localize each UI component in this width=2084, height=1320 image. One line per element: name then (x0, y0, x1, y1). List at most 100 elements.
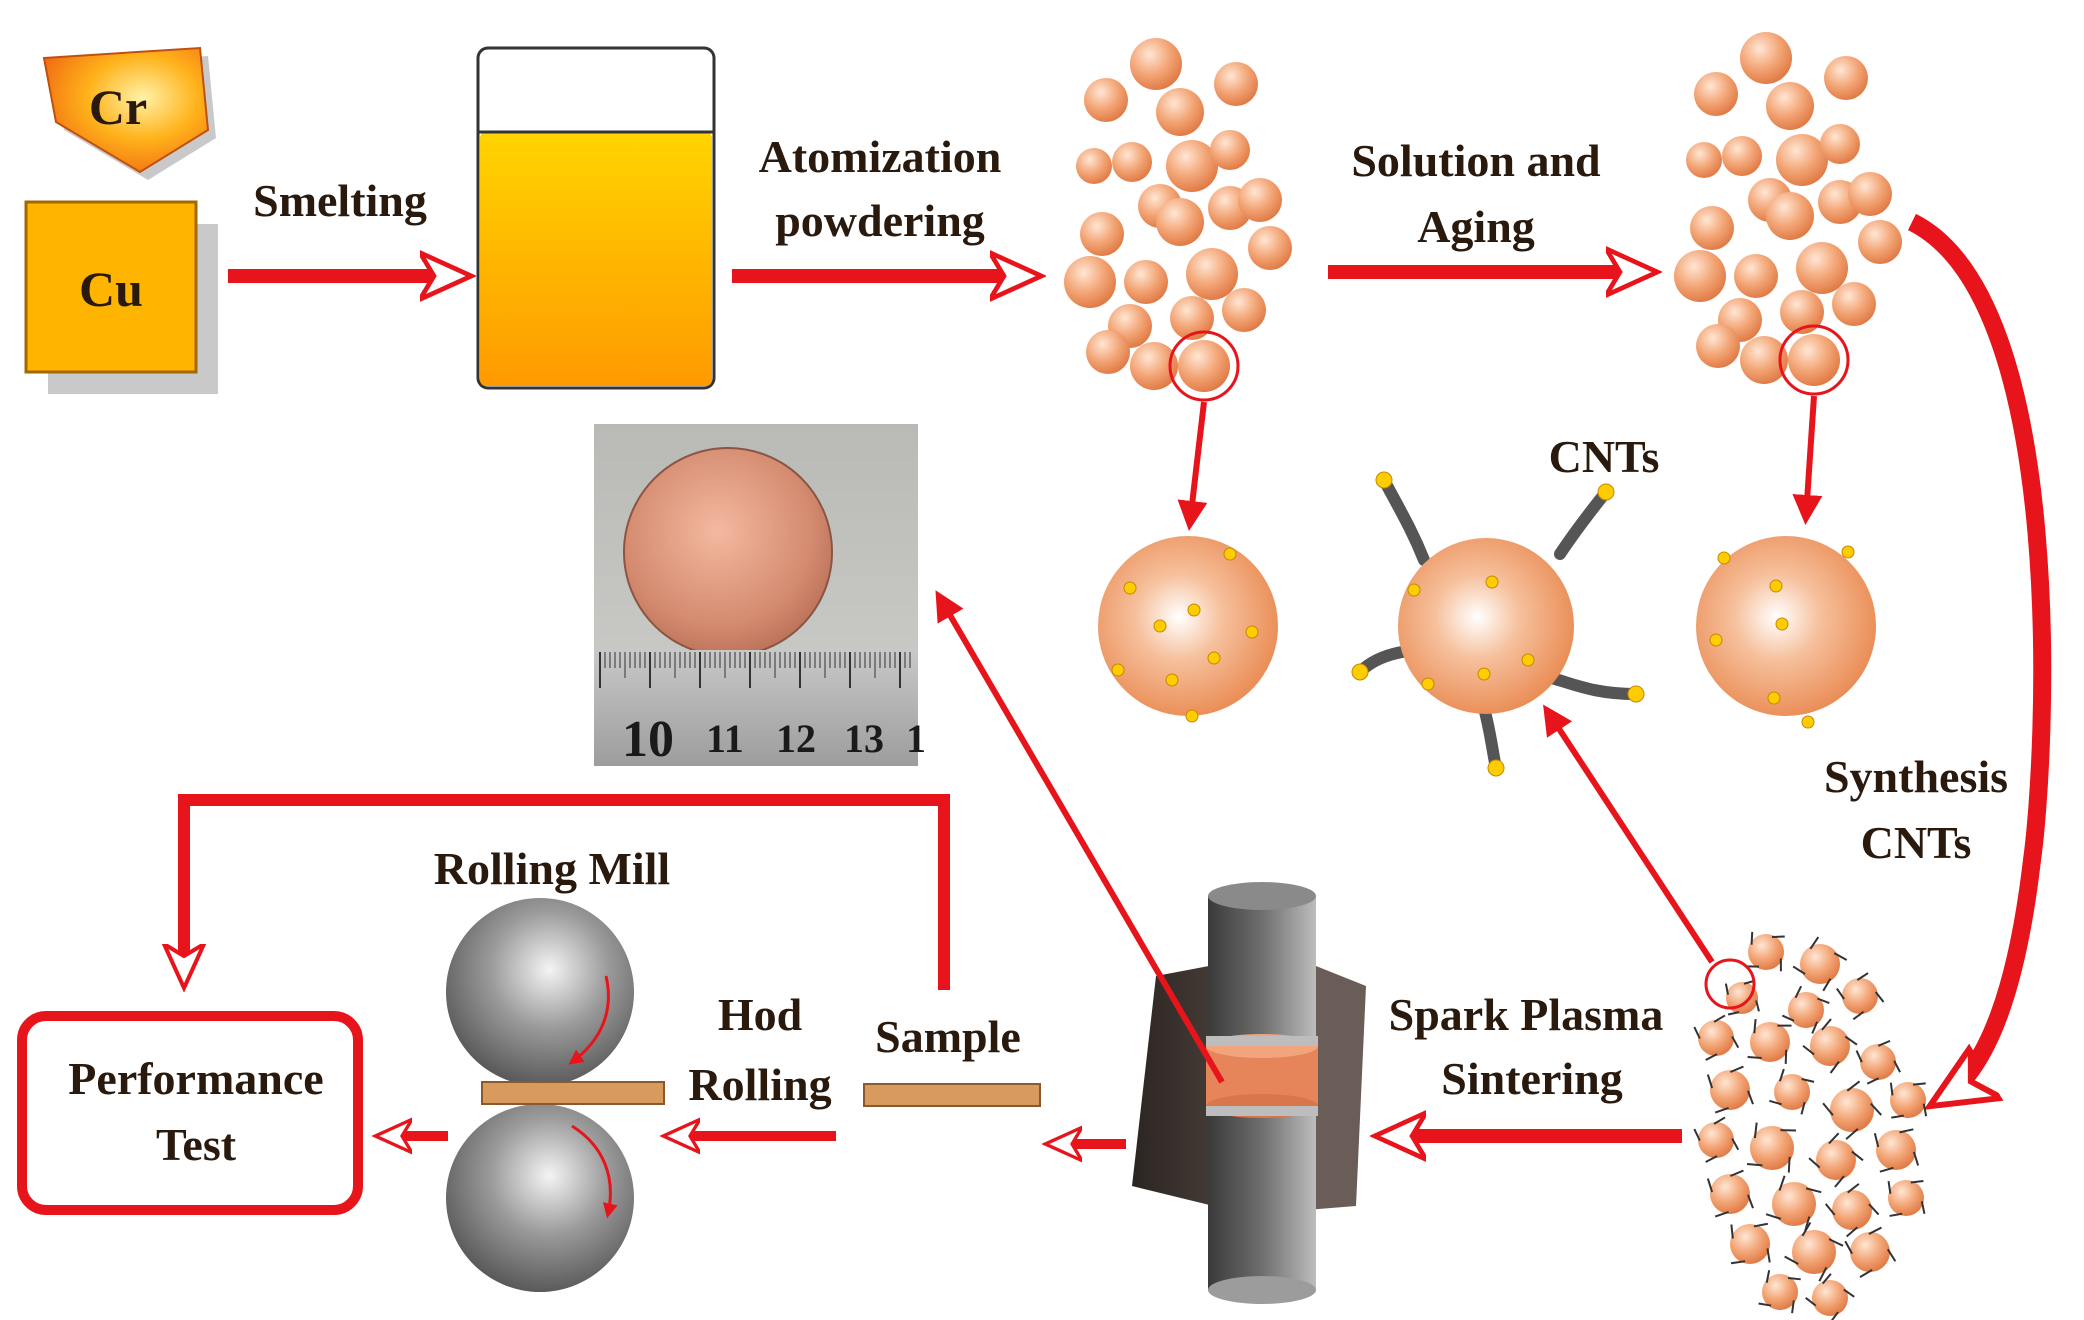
powder-particle (1698, 1020, 1734, 1056)
cr-precipitate-dot (1421, 677, 1435, 691)
powder-particle (1832, 282, 1876, 326)
sps-label-line2: Sintering (1441, 1053, 1622, 1104)
cnt-fiber (1753, 1122, 1758, 1139)
powder-particle (1766, 82, 1814, 130)
cnt-fiber (1844, 1240, 1853, 1255)
sample-strip (863, 1083, 1041, 1107)
cnt-fiber (1765, 1213, 1782, 1220)
cnt-tube (1378, 474, 1430, 566)
cnt-fiber (1714, 1210, 1729, 1218)
cnt-fiber (1713, 1014, 1726, 1023)
cnt-fiber (1845, 1128, 1859, 1140)
cnt-fiber (1705, 1155, 1718, 1163)
powder-particle (1734, 254, 1778, 298)
powder-particle (1890, 1082, 1926, 1118)
hod-label-line2: Rolling (688, 1059, 831, 1110)
cnt-fiber (1714, 1106, 1729, 1114)
magnify-arrow-2 (1792, 395, 1823, 525)
cnt-fiber (1822, 1273, 1832, 1285)
cnt-magnify-arrow (1543, 704, 1715, 964)
powder-particle (1780, 290, 1824, 334)
cnt-fiber (1822, 978, 1832, 992)
cr-precipitate-dot (1801, 715, 1815, 729)
synthesis-label-line1: Synthesis (1824, 751, 2008, 802)
powder-particle (1800, 944, 1840, 984)
cnt-fiber (1868, 1203, 1880, 1216)
powder-particle (1792, 1230, 1836, 1274)
cnt-tube (1554, 486, 1612, 560)
cr-precipitate-dot (1521, 653, 1535, 667)
cnt-fiber (1730, 1224, 1734, 1239)
cnt-fiber (1889, 1212, 1903, 1217)
sample-label: Sample (875, 1011, 1021, 1062)
cnt-fiber (1713, 1116, 1726, 1125)
cnt-fiber (1753, 1222, 1769, 1228)
ruler-label-13: 13 (844, 716, 884, 761)
cr-precipitate-dot (1709, 633, 1723, 647)
powder-particle (1810, 1026, 1850, 1066)
powder-particle (1850, 1232, 1890, 1272)
cnt-fiber (1706, 1178, 1714, 1193)
powder-particle (1876, 1130, 1916, 1170)
cr-precipitate-dot (1775, 617, 1789, 631)
cr-precipitate-dot (1207, 651, 1221, 665)
powder-particle (1748, 934, 1784, 970)
cnt-fiber (1834, 1175, 1845, 1188)
powder-particle (1762, 1274, 1798, 1310)
powder-particle (1086, 330, 1130, 374)
ruler-label-12: 12 (776, 716, 816, 761)
cnt-fiber (1787, 1276, 1801, 1281)
cnt-fiber (1844, 1035, 1858, 1046)
powder-particle (1112, 142, 1152, 182)
cr-precipitate-dot (1477, 667, 1491, 681)
cnt-tube (1538, 670, 1642, 700)
magnify-arrow-1 (1177, 401, 1208, 531)
powder-particle (1686, 142, 1722, 178)
cnts-label: CNTs (1549, 431, 1660, 482)
powder-particle (1796, 242, 1848, 294)
cnt-fiber (1866, 1077, 1880, 1085)
cr-precipitate-dot (1407, 583, 1421, 597)
powder-particle (1156, 88, 1204, 136)
smelting-label: Smelting (253, 175, 427, 226)
cnt-fiber (1753, 1019, 1757, 1034)
cr-precipitate-dot (1165, 673, 1179, 687)
cnt-fiber (1781, 1014, 1795, 1022)
cnt-fiber (1765, 1270, 1771, 1283)
atomized-powder-cluster (1064, 38, 1292, 392)
cr-label: Cr (89, 79, 147, 135)
cnt-fiber (1778, 1068, 1785, 1082)
powder-particle (1222, 288, 1266, 332)
cnt-fiber (1852, 1011, 1865, 1021)
cnt-fiber (1847, 1183, 1860, 1194)
ruler-label-11: 11 (706, 716, 744, 761)
cnt-fiber (1893, 1060, 1901, 1073)
cnt-tip-catalyst (1597, 483, 1615, 501)
cnt-fiber (1822, 1102, 1834, 1116)
cnt-fiber (1818, 1266, 1828, 1282)
cnt-fiber (1868, 1226, 1882, 1235)
powder-particle (1774, 1074, 1810, 1110)
cr-precipitate-dot (1185, 709, 1199, 723)
ruler-label-10: 10 (622, 711, 674, 768)
cnt-fiber (1731, 1036, 1740, 1049)
cnt-fiber (1801, 1222, 1812, 1237)
cnt-fiber (1824, 1203, 1836, 1216)
ruler-ticks (599, 652, 911, 688)
solution-label-line1: Solution and (1351, 135, 1601, 186)
synthesis-label-line2: CNTs (1861, 817, 1972, 868)
cr-precipitate-dot (1841, 545, 1855, 559)
cnt-fiber (1794, 985, 1803, 999)
powder-particle (1186, 248, 1238, 300)
cnt-fiber (1891, 1114, 1904, 1119)
powder-particle (1776, 134, 1828, 186)
powder-particle (1694, 72, 1738, 116)
cnt-fiber (1859, 1269, 1873, 1278)
powder-particle (1788, 992, 1824, 1028)
aged-cu-particle (1696, 536, 1876, 729)
powder-particle (1124, 260, 1168, 304)
cnt-fiber (1836, 988, 1845, 1000)
cnt-fiber (1912, 1082, 1926, 1086)
hod-label-line1: Hod (718, 989, 803, 1040)
